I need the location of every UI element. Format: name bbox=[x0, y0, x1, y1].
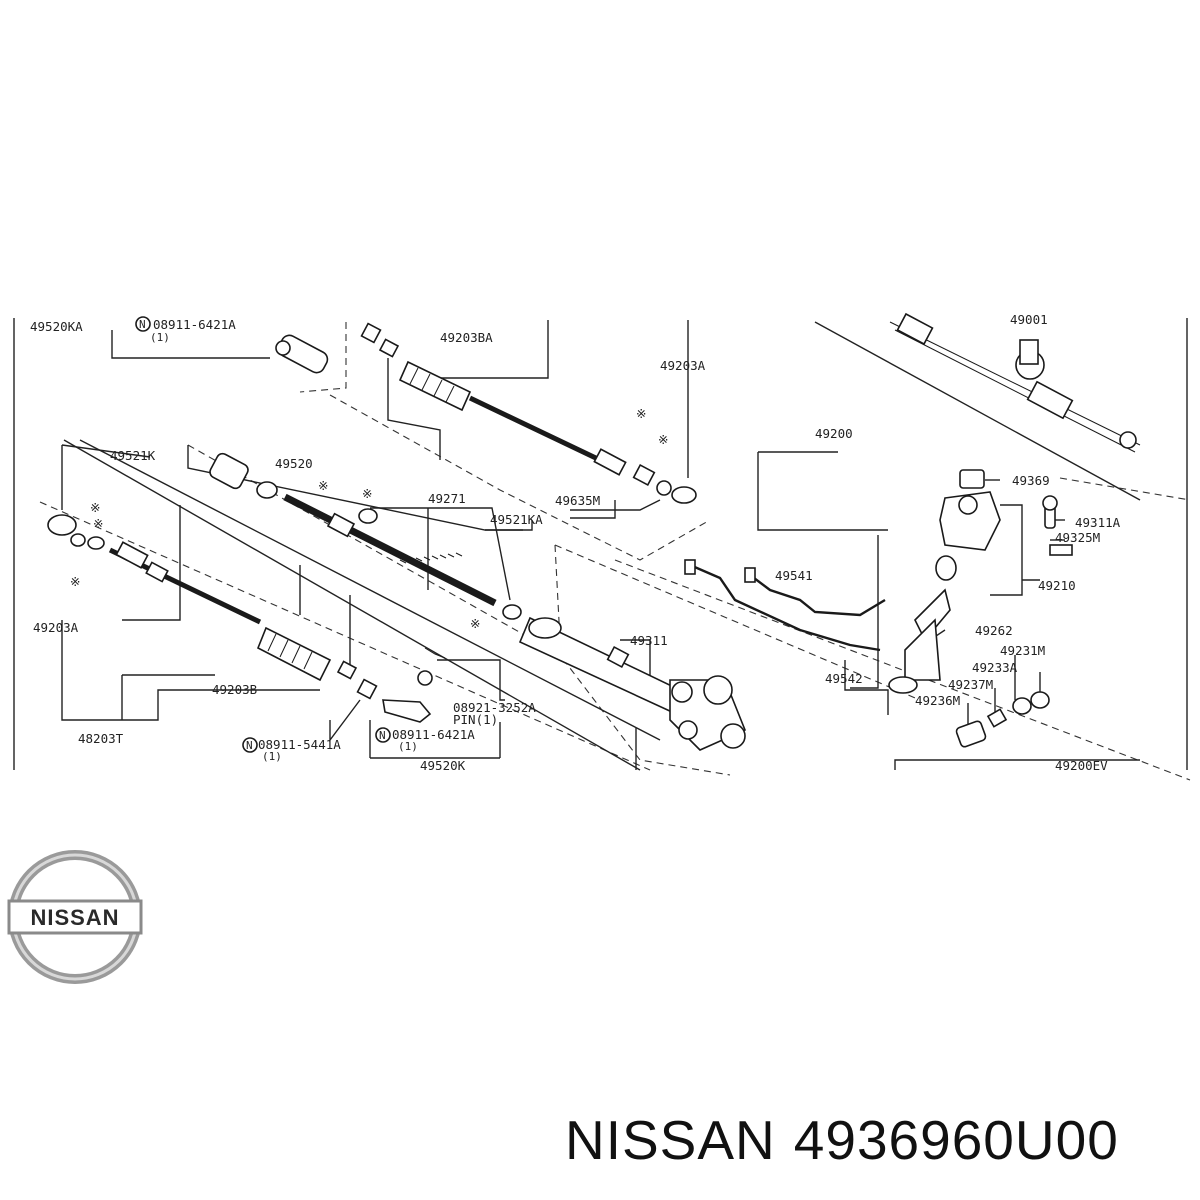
boot-left bbox=[256, 626, 358, 682]
rack-49271 bbox=[283, 493, 522, 620]
leader-lines bbox=[61, 320, 1140, 770]
label-qty-top: (1) bbox=[150, 331, 170, 344]
label-49231M: 49231M bbox=[1000, 643, 1045, 658]
clamps-left bbox=[47, 514, 105, 550]
label-49311A: 49311A bbox=[1075, 515, 1121, 530]
gear-housing-49311 bbox=[518, 616, 747, 751]
label-49520KA: 49520KA bbox=[30, 319, 83, 334]
label-49520: 49520 bbox=[275, 456, 313, 471]
star-marker: ※ bbox=[318, 478, 328, 493]
star-markers: ※ ※ ※ ※ ※ ※ ※ ※ bbox=[70, 406, 668, 631]
label-08911-6421A-top: 08911-6421A bbox=[153, 317, 236, 332]
label-08911-5441A: 08911-5441A bbox=[258, 737, 341, 752]
part-caption: NISSAN 4936960U00 bbox=[565, 1108, 1195, 1178]
label-08921-3252A: 08921-3252A bbox=[453, 700, 536, 715]
label-49236M: 49236M bbox=[915, 693, 960, 708]
hydraulic-lines bbox=[684, 559, 886, 652]
diagram-frame bbox=[13, 318, 1188, 770]
label-49262: 49262 bbox=[975, 623, 1013, 638]
nut-top bbox=[360, 322, 400, 358]
star-marker: ※ bbox=[362, 486, 372, 501]
label-49210: 49210 bbox=[1038, 578, 1076, 593]
label-49203A-top: 49203A bbox=[660, 358, 706, 373]
label-08911-6421A-bottom: 08911-6421A bbox=[392, 727, 475, 742]
label-49200EV: 49200EV bbox=[1055, 758, 1108, 773]
dashed-boundaries bbox=[39, 321, 1191, 781]
label-49271: 49271 bbox=[428, 491, 466, 506]
tie-rod-end-bottom bbox=[356, 647, 446, 723]
label-48203T: 48203T bbox=[78, 731, 124, 746]
star-marker: ※ bbox=[70, 574, 80, 589]
label-49203B: 49203B bbox=[212, 682, 257, 697]
label-pin: PIN(1) bbox=[453, 712, 498, 727]
label-49521KA: 49521KA bbox=[490, 512, 543, 527]
inner-tie-rod-left bbox=[108, 541, 262, 625]
parts bbox=[47, 316, 1073, 753]
label-49325M: 49325M bbox=[1055, 530, 1100, 545]
label-qty-left: (1) bbox=[262, 750, 282, 763]
n-marker-left: N bbox=[246, 739, 253, 752]
pinion-assembly bbox=[888, 469, 1073, 748]
label-49635M: 49635M bbox=[555, 493, 600, 508]
tie-rod-end-top bbox=[275, 334, 329, 374]
bush-49520 bbox=[209, 452, 278, 499]
label-49001: 49001 bbox=[1010, 312, 1048, 327]
n-marker-bottom: N bbox=[379, 729, 386, 742]
label-49542: 49542 bbox=[825, 671, 863, 686]
label-qty-bottom: (1) bbox=[398, 740, 418, 753]
label-49200: 49200 bbox=[815, 426, 853, 441]
boot-top bbox=[398, 360, 472, 412]
label-49521K: 49521K bbox=[110, 448, 156, 463]
star-marker: ※ bbox=[470, 616, 480, 631]
label-49203BA: 49203BA bbox=[440, 330, 493, 345]
inner-tie-rod-top bbox=[468, 395, 697, 504]
label-49369: 49369 bbox=[1012, 473, 1050, 488]
star-marker: ※ bbox=[93, 516, 103, 531]
label-49203A-left: 49203A bbox=[33, 620, 79, 635]
label-49520K: 49520K bbox=[420, 758, 466, 773]
star-marker: ※ bbox=[636, 406, 646, 421]
n-marker-top: N bbox=[139, 318, 146, 331]
mini-assembly-sketch bbox=[889, 312, 1141, 453]
star-marker: ※ bbox=[90, 500, 100, 515]
part-labels: 49520KA N 08911-6421A (1) 49203BA 49203A… bbox=[30, 312, 1121, 773]
label-49233A: 49233A bbox=[972, 660, 1018, 675]
nissan-logo-text: NISSAN bbox=[30, 905, 119, 930]
n-markers bbox=[135, 316, 391, 753]
brand-name: NISSAN bbox=[565, 1109, 776, 1171]
part-number: 4936960U00 bbox=[793, 1109, 1119, 1171]
nissan-logo: NISSAN bbox=[7, 850, 143, 984]
label-49541: 49541 bbox=[775, 568, 813, 583]
star-marker: ※ bbox=[658, 432, 668, 447]
label-49237M: 49237M bbox=[948, 677, 993, 692]
label-49311: 49311 bbox=[630, 633, 668, 648]
